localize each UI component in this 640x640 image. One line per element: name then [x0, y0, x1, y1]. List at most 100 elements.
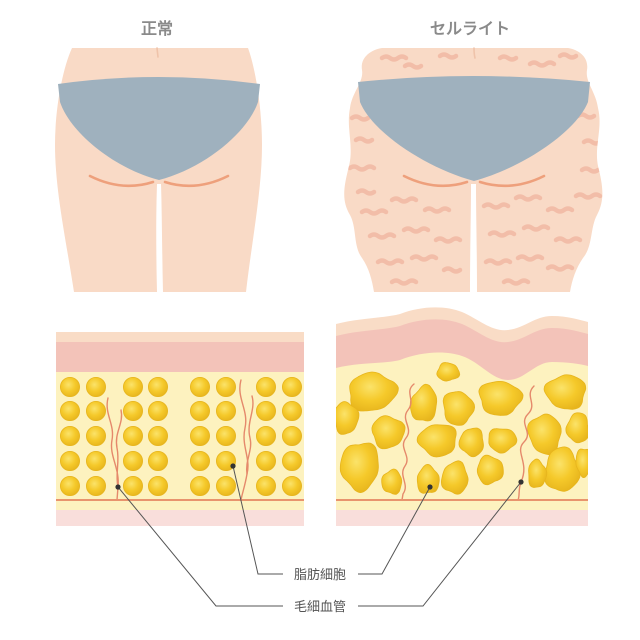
callouts: 脂肪細胞 毛細血管 — [115, 463, 524, 615]
normal-figure: 正常 — [55, 19, 262, 292]
cellulite-dimple — [573, 192, 603, 200]
cellulite-dimple — [487, 230, 517, 238]
fat-cell — [339, 442, 379, 494]
cellulite-title: セルライト — [430, 19, 510, 38]
normal-cross-section — [56, 332, 304, 526]
fat-cell — [123, 400, 144, 421]
fat-cell — [86, 450, 107, 471]
cellulite-dimple — [359, 208, 389, 216]
cellulite-skin-texture — [347, 52, 603, 286]
fat-cell — [123, 425, 144, 446]
normal-fat-cells — [60, 376, 302, 496]
cellulite-dimple — [349, 114, 371, 122]
cellulite-dimple — [375, 258, 405, 266]
cellulite-dimple — [497, 54, 519, 62]
cellulite-fat-layer — [336, 352, 588, 510]
cellulite-dimple — [401, 226, 431, 234]
normal-capillary — [239, 379, 249, 501]
fat-cell — [416, 464, 440, 494]
fat-cell — [281, 425, 302, 446]
fat-cell — [440, 460, 469, 495]
fat-cell — [147, 475, 168, 496]
capillary-leader-normal — [117, 486, 283, 607]
cellulite-dimple — [481, 202, 511, 210]
fat-cell — [442, 391, 476, 426]
fat-cell — [60, 450, 81, 471]
fat-cell — [436, 362, 461, 382]
fat-cell — [416, 424, 457, 458]
fat-cell — [336, 401, 360, 435]
fat-cell — [255, 400, 276, 421]
fat-cell — [575, 448, 588, 479]
fat-cell — [255, 475, 276, 496]
cellulite-dimple — [545, 206, 575, 214]
fat-cell — [371, 415, 406, 450]
cellulite-dimple — [557, 52, 579, 60]
fat-cells-label: 脂肪細胞 — [294, 567, 346, 583]
normal-capillary-branch — [245, 395, 254, 475]
fat-cell — [60, 376, 81, 397]
fat-cell — [189, 450, 210, 471]
cellulite-dimple — [441, 266, 463, 274]
capillary-leader-cellulite — [358, 481, 522, 607]
fat-cell — [215, 400, 236, 421]
fat-cell-marker-normal — [230, 463, 236, 469]
normal-underwear — [58, 77, 260, 180]
fat-cell — [60, 475, 81, 496]
cellulite-dimple — [353, 136, 375, 144]
cellulite-dimple — [483, 258, 513, 266]
capillary-marker-cellulite — [518, 479, 524, 485]
fat-cell — [123, 450, 144, 471]
fat-cell — [381, 468, 403, 495]
cellulite-underwear — [358, 76, 590, 181]
fat-cell — [123, 475, 144, 496]
fat-cell-leader-cellulite — [358, 486, 431, 575]
fat-cell-marker-cellulite — [427, 484, 433, 490]
cellulite-dimple — [521, 224, 551, 232]
normal-gluteal-fold-left — [88, 174, 155, 188]
fat-cell — [255, 376, 276, 397]
fat-cell — [86, 376, 107, 397]
cellulite-gluteal-fold-left — [402, 174, 469, 188]
cellulite-fat-cells — [336, 362, 588, 495]
normal-title: 正常 — [141, 19, 173, 38]
fat-cell — [255, 425, 276, 446]
cellulite-dimple — [409, 254, 439, 262]
fat-cell — [255, 450, 276, 471]
normal-bottom-layer — [56, 510, 304, 526]
cellulite-dimple — [355, 188, 377, 196]
cellulite-dimple — [367, 232, 397, 240]
fat-cell — [86, 425, 107, 446]
cellulite-figure: セルライト — [344, 19, 603, 292]
fat-cell — [215, 425, 236, 446]
cellulite-dimple — [402, 62, 424, 70]
normal-cleft-line — [156, 47, 159, 58]
cellulite-dimple — [379, 54, 409, 62]
fat-cell — [189, 475, 210, 496]
fat-cell — [189, 425, 210, 446]
fat-cell — [189, 376, 210, 397]
capillaries-label: 毛細血管 — [294, 600, 346, 615]
normal-capillaries — [106, 379, 254, 501]
cellulite-dimple — [422, 206, 452, 214]
normal-capillary — [106, 397, 119, 501]
fat-cell — [478, 380, 524, 416]
fat-cell — [215, 475, 236, 496]
fat-cell — [60, 425, 81, 446]
fat-cell — [281, 450, 302, 471]
fat-cell — [86, 400, 107, 421]
fat-cell — [147, 376, 168, 397]
cellulite-dimple — [527, 60, 557, 68]
fat-cell — [349, 371, 399, 412]
fat-cell — [565, 412, 588, 444]
cellulite-dimple — [581, 138, 603, 146]
cellulite-dimple — [579, 166, 601, 174]
cellulite-dimple — [515, 254, 545, 262]
cellulite-dimple — [389, 196, 419, 204]
cellulite-dimple — [433, 236, 463, 244]
normal-dermis-layer — [56, 342, 304, 372]
cellulite-bottom-layer — [336, 510, 588, 526]
cellulite-dimple — [553, 236, 583, 244]
fat-cell — [476, 454, 504, 486]
